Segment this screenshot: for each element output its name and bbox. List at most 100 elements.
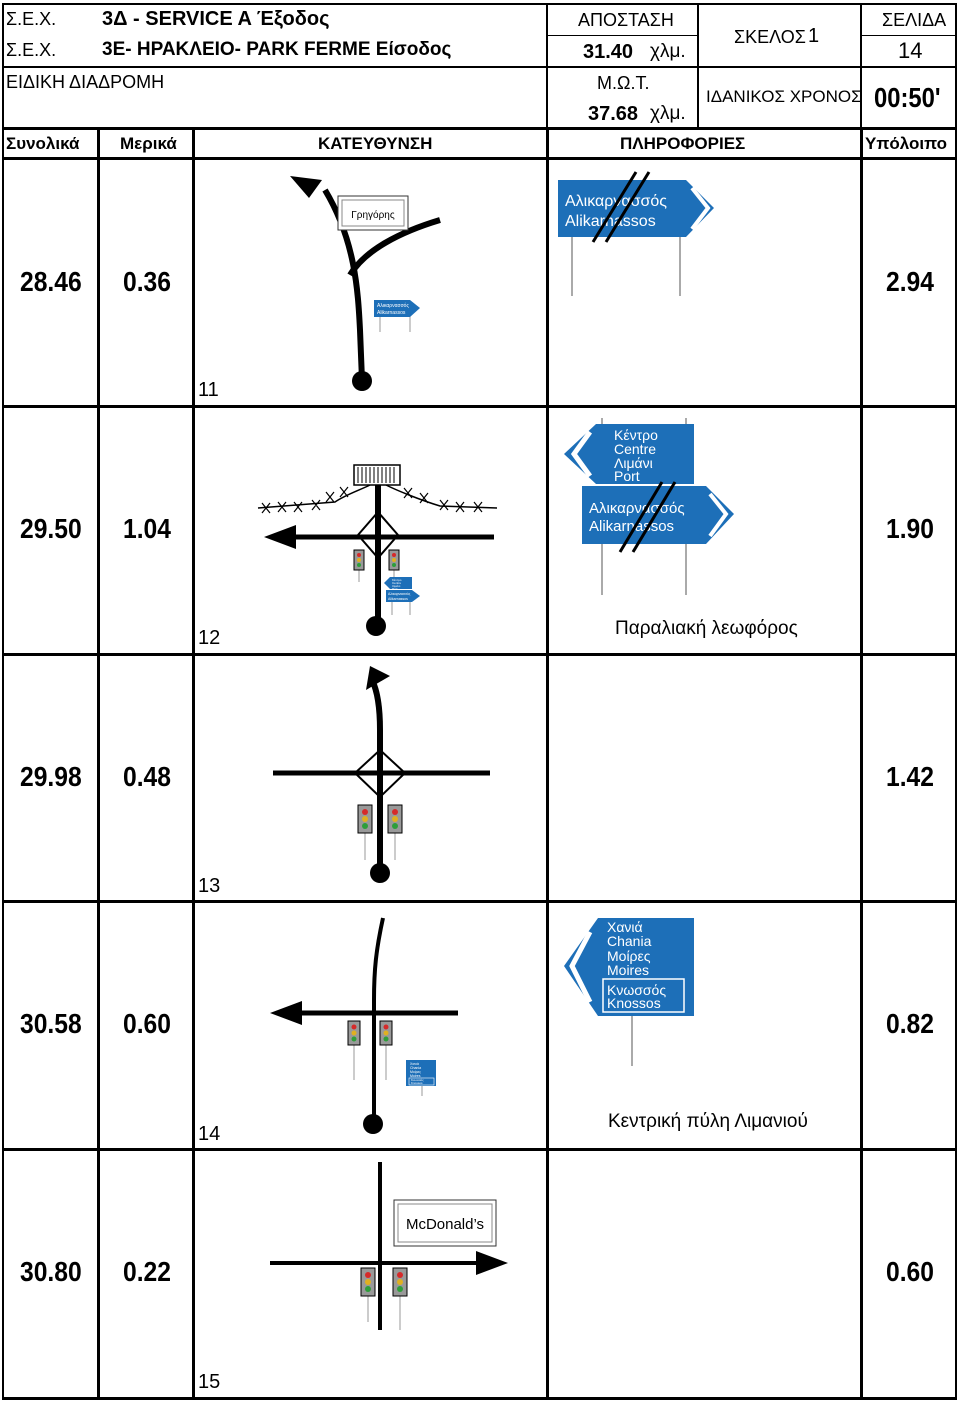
avg-speed-value: 37.68: [588, 103, 639, 125]
svg-text:Centre: Centre: [392, 581, 401, 585]
svg-text:Αλικαρνασσός: Αλικαρνασσός: [377, 302, 409, 309]
row-total: 29.98: [20, 761, 82, 792]
direction-sign-alikarnassos: Αλικαρνασσός Alikarnassos: [582, 481, 734, 595]
svg-text:Κνωσσός: Κνωσσός: [411, 1078, 424, 1082]
traffic-light-icon: [387, 804, 403, 860]
tulip-diagram-13: [273, 666, 490, 883]
tulip-diagram-14: [270, 917, 458, 1134]
row-number: 12: [198, 627, 221, 649]
svg-text:Χανιά: Χανιά: [607, 919, 643, 935]
direction-sign-mini: Κέντρο Centre Λιμάνι Port Αλικαρνασσός A…: [384, 577, 420, 615]
ideal-time-value: 00:50': [874, 82, 941, 113]
ideal-time-label: ΙΔΑΝΙΚΟΣ ΧΡΟΝΟΣ: [706, 87, 862, 106]
svg-text:Alikarnassos: Alikarnassos: [377, 310, 406, 316]
start-dot: [352, 371, 372, 391]
svg-text:Knossos: Knossos: [607, 995, 661, 1011]
row-remaining: 1.42: [886, 761, 934, 792]
svg-text:Κνωσσός: Κνωσσός: [607, 982, 666, 998]
direction-sign-chania-moires: Χανιά Chania Μοίρες Moires Κνωσσός Knoss…: [564, 918, 694, 1066]
direction-sign-centre-port: Κέντρο Centre Λιμάνι Port: [564, 418, 694, 484]
svg-text:Chania: Chania: [410, 1066, 421, 1070]
route-title-1: 3Δ - SERVICE A Έξοδος: [102, 8, 330, 30]
col-total: Συνολικά: [6, 134, 80, 153]
row-number: 14: [198, 1123, 221, 1145]
row-number: 13: [198, 875, 221, 897]
start-dot: [366, 616, 386, 636]
svg-text:Chania: Chania: [607, 933, 652, 949]
col-partial: Μερικά: [120, 134, 177, 153]
svg-text:Κέντρο: Κέντρο: [614, 427, 658, 443]
svg-text:Μοίρες: Μοίρες: [410, 1070, 421, 1074]
row-total: 30.80: [20, 1256, 82, 1287]
direction-sign-mini: Χανιά Chania Μοίρες Moires Κνωσσός Knoss…: [406, 1060, 436, 1096]
svg-text:Χανιά: Χανιά: [410, 1062, 419, 1066]
leg-label: ΣΚΕΛΟΣ: [734, 27, 806, 47]
svg-text:Λιμάνι: Λιμάνι: [614, 455, 653, 471]
row-partial: 0.48: [123, 761, 171, 792]
svg-text:Knossos: Knossos: [411, 1081, 423, 1085]
sek-label-2: Σ.Ε.Χ.: [6, 40, 57, 60]
row-remaining: 1.90: [886, 513, 934, 544]
svg-text:Moires: Moires: [607, 962, 649, 978]
page-number: 14: [898, 38, 923, 63]
road-label-sign: Γρηγόρης: [337, 195, 409, 231]
direction-sign-alikarnassos: Αλικαρνασσός Alikarnassos: [558, 171, 714, 296]
distance-unit: χλμ.: [650, 41, 686, 62]
page-label: ΣΕΛΙΔΑ: [882, 10, 947, 30]
row-number: 15: [198, 1371, 221, 1393]
traffic-light-icon: [379, 1020, 393, 1080]
col-remaining: Υπόλοιπο: [865, 134, 948, 153]
tulip-diagram-11: [290, 176, 441, 391]
sign-label: McDonald’s: [406, 1216, 484, 1233]
row-info: Παραλιακή λεωφόρος: [615, 618, 798, 639]
svg-text:Port: Port: [392, 587, 398, 591]
traffic-light-icon: [388, 549, 400, 582]
distance-value: 31.40: [583, 41, 634, 63]
row-remaining: 0.60: [886, 1256, 934, 1287]
route-title-2: 3Ε- ΗΡΑΚΛΕΙΟ- PARK FERME Είσοδος: [102, 39, 452, 60]
traffic-light-icon: [347, 1020, 361, 1080]
traffic-light-icon: [353, 549, 365, 582]
tulip-diagram-15: [270, 1162, 508, 1330]
svg-text:Moires: Moires: [410, 1074, 421, 1078]
direction-sign-mini: Αλικαρνασσός Alikarnassos: [374, 300, 420, 332]
avg-speed-unit: χλμ.: [650, 103, 686, 124]
special-route-label: ΕΙΔΙΚΗ ΔΙΑΔΡΟΜΗ: [6, 72, 165, 92]
row-total: 28.46: [20, 266, 82, 297]
row-partial: 1.04: [123, 513, 171, 544]
svg-text:Αλικαρνασσός: Αλικαρνασσός: [589, 500, 685, 517]
row-info: Κεντρική πύλη Λιμανιού: [608, 1111, 808, 1132]
leg-value: 1: [808, 25, 820, 47]
row-partial: 0.36: [123, 266, 171, 297]
col-info: ΠΛΗΡΟΦΟΡΙΕΣ: [620, 134, 746, 153]
avg-speed-label: Μ.Ω.Τ.: [597, 73, 650, 93]
row-remaining: 2.94: [886, 266, 934, 297]
svg-text:Alikarnassos: Alikarnassos: [388, 597, 408, 601]
svg-text:Μοίρες: Μοίρες: [607, 948, 651, 964]
row-remaining: 0.82: [886, 1008, 934, 1039]
row-partial: 0.60: [123, 1008, 171, 1039]
distance-label: ΑΠΟΣΤΑΣΗ: [578, 10, 674, 30]
svg-text:Centre: Centre: [614, 441, 656, 457]
sign-label: Γρηγόρης: [351, 209, 395, 221]
row-number: 11: [198, 379, 219, 401]
svg-text:Αλικαρνασσός: Αλικαρνασσός: [388, 592, 411, 596]
sek-label-1: Σ.Ε.Χ.: [6, 9, 57, 29]
tulip-diagram-12: [257, 464, 498, 636]
svg-text:Κέντρο: Κέντρο: [392, 578, 402, 582]
traffic-light-icon: [357, 804, 373, 860]
svg-text:Port: Port: [614, 468, 640, 484]
row-total: 30.58: [20, 1008, 82, 1039]
start-dot: [370, 863, 390, 883]
svg-text:Alikarnassos: Alikarnassos: [565, 213, 656, 230]
traffic-light-icon: [392, 1267, 408, 1330]
col-direction: ΚΑΤΕΥΘΥΝΣΗ: [318, 134, 433, 153]
svg-text:Alikarnassos: Alikarnassos: [589, 518, 674, 535]
row-total: 29.50: [20, 513, 82, 544]
start-dot: [363, 1114, 383, 1134]
traffic-light-icon: [360, 1267, 376, 1322]
row-partial: 0.22: [123, 1256, 171, 1287]
road-label-sign: McDonald’s: [393, 1199, 497, 1247]
svg-text:Λιμάνι: Λιμάνι: [392, 584, 401, 588]
